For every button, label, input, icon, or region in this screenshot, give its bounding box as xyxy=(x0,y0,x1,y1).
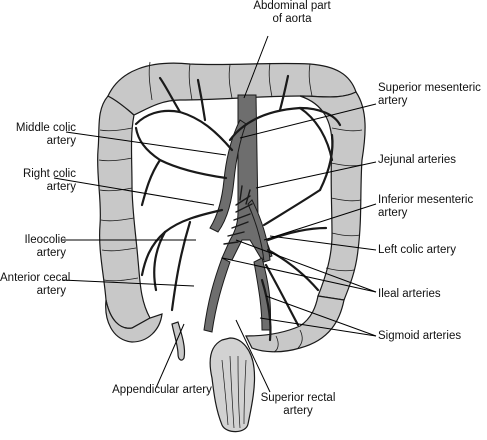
label-jejunal: Jejunal arteries xyxy=(378,154,456,167)
label-ileal-line1: Ileal arteries xyxy=(378,288,441,300)
label-superior-mesenteric-line1: Superior mesenteric xyxy=(378,82,481,94)
rectum-folds xyxy=(221,355,247,429)
label-anterior-cecal-line2: artery xyxy=(36,285,66,297)
arteries xyxy=(203,94,273,333)
arterial-branches xyxy=(134,74,342,342)
jejunal-ileal-vessels xyxy=(223,185,253,245)
label-anterior-cecal: Anterior cecal artery xyxy=(0,272,71,298)
label-appendicular-line1: Appendicular artery xyxy=(112,384,212,396)
inferior-mesenteric-trunk xyxy=(247,199,271,263)
label-sigmoid-line1: Sigmoid arteries xyxy=(378,330,462,342)
common-iliac-left xyxy=(253,257,271,331)
label-abdominal-aorta-line2: of aorta xyxy=(272,13,312,25)
label-right-colic-line1: Right colic xyxy=(22,168,76,180)
label-superior-rectal: Superior rectal artery xyxy=(248,392,348,418)
label-superior-rectal-line2: artery xyxy=(283,405,313,417)
label-left-colic: Left colic artery xyxy=(378,244,456,257)
label-superior-mesenteric: Superior mesenteric artery xyxy=(378,82,481,108)
label-ileocolic-line2: artery xyxy=(36,247,66,259)
label-superior-mesenteric-line2: artery xyxy=(378,95,408,107)
common-iliac-right xyxy=(203,257,231,333)
label-sigmoid: Sigmoid arteries xyxy=(378,330,461,343)
label-jejunal-line1: Jejunal arteries xyxy=(378,154,456,166)
label-ileocolic-line1: Ileocolic xyxy=(24,234,66,246)
label-inferior-mesenteric-line1: Inferior mesenteric xyxy=(378,194,474,206)
label-middle-colic: Middle colic artery xyxy=(0,122,76,148)
label-ileocolic: Ileocolic artery xyxy=(0,234,66,260)
colon xyxy=(97,62,366,361)
label-left-colic-line1: Left colic artery xyxy=(378,244,456,256)
appendix xyxy=(171,321,186,361)
label-middle-colic-line1: Middle colic xyxy=(15,122,76,134)
descending-colon xyxy=(299,91,366,301)
haustra-markings xyxy=(98,61,363,353)
label-inferior-mesenteric: Inferior mesenteric artery xyxy=(378,194,473,220)
label-middle-colic-line2: artery xyxy=(46,135,76,147)
cecum xyxy=(105,299,163,343)
label-right-colic-line2: artery xyxy=(46,181,76,193)
label-anterior-cecal-line1: Anterior cecal xyxy=(0,272,71,284)
label-inferior-mesenteric-line2: artery xyxy=(378,207,408,219)
label-appendicular: Appendicular artery xyxy=(102,384,222,397)
rectum xyxy=(209,337,256,433)
label-ileal: Ileal arteries xyxy=(378,288,441,301)
label-abdominal-aorta: Abdominal part of aorta xyxy=(236,0,348,26)
leader-lines xyxy=(53,35,377,393)
label-superior-rectal-line1: Superior rectal xyxy=(260,392,336,404)
label-right-colic: Right colic artery xyxy=(0,168,76,194)
superior-mesenteric-trunk xyxy=(209,119,247,233)
label-abdominal-aorta-line1: Abdominal part xyxy=(253,0,331,12)
